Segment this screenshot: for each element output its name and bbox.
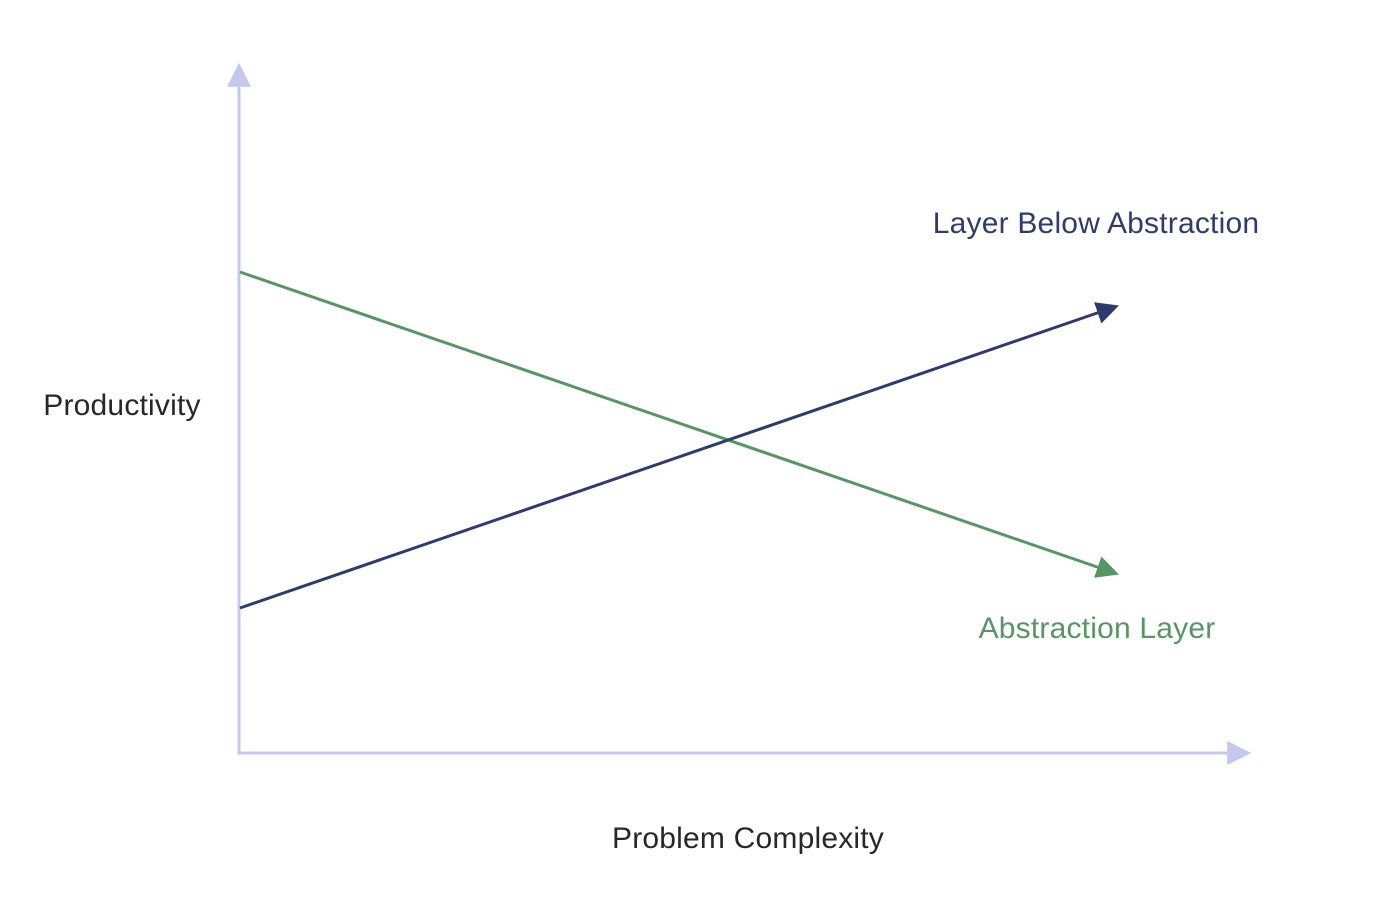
layer-below-abstraction-line [239, 302, 1119, 610]
series-label-layer-below-abstraction: Layer Below Abstraction [932, 207, 1260, 240]
y-axis-label: Productivity [43, 389, 201, 422]
series-label-abstraction-layer: Abstraction Layer [978, 612, 1216, 645]
abstraction-layer-line [239, 270, 1119, 578]
x-axis-label: Problem Complexity [611, 822, 885, 855]
